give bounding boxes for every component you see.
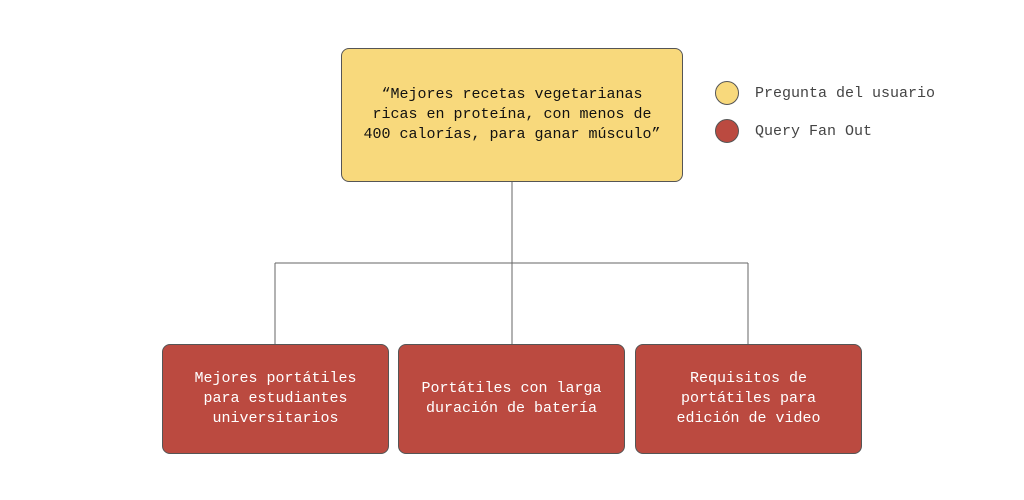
fan-out-text: Mejores portátiles para estudiantes univ… <box>194 370 357 427</box>
legend-label: Pregunta del usuario <box>755 84 936 102</box>
red-dot-icon <box>715 119 739 143</box>
user-question-node: “Mejores recetas vegetarianas ricas en p… <box>341 48 683 182</box>
legend-item-user-question: Pregunta del usuario <box>715 81 935 105</box>
legend-label: Query Fan Out <box>755 122 873 140</box>
user-question-text: “Mejores recetas vegetarianas ricas en p… <box>363 86 661 143</box>
yellow-dot-icon <box>715 81 739 105</box>
legend-item-query-fan-out: Query Fan Out <box>715 119 872 143</box>
fan-out-node-3: Requisitos de portátiles para edición de… <box>635 344 862 454</box>
fan-out-text: Portátiles con larga duración de batería <box>421 380 602 417</box>
fan-out-text: Requisitos de portátiles para edición de… <box>676 370 821 427</box>
fan-out-node-2: Portátiles con larga duración de batería <box>398 344 625 454</box>
fan-out-node-1: Mejores portátiles para estudiantes univ… <box>162 344 389 454</box>
